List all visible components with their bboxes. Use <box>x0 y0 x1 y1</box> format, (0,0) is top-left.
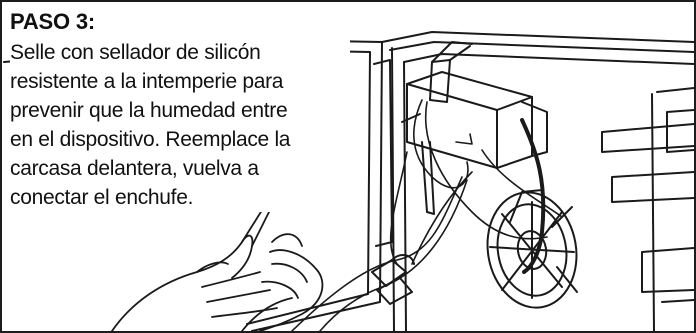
step-body-line: en el dispositivo. Reemplace la <box>10 128 291 151</box>
enclosure-box-drawing <box>381 31 694 331</box>
step-body-line: resistente a la intemperie para <box>10 70 284 93</box>
step-instructions: PASO 3: Selle con sellador de silicón re… <box>10 8 350 212</box>
step-body-line: prevenir que la humedad entre <box>10 99 288 122</box>
step-body-line: carcasa delantera, vuelva a <box>10 157 259 180</box>
step-body: Selle con sellador de silicón resistente… <box>10 38 350 212</box>
step-title: PASO 3: <box>10 9 95 34</box>
step-body-line: Selle con sellador de silicón <box>10 41 261 64</box>
fan-grille-drawing <box>486 189 578 309</box>
step-body-line: conectar el enchufe. <box>10 186 194 209</box>
connector-plug-drawing <box>371 254 415 305</box>
